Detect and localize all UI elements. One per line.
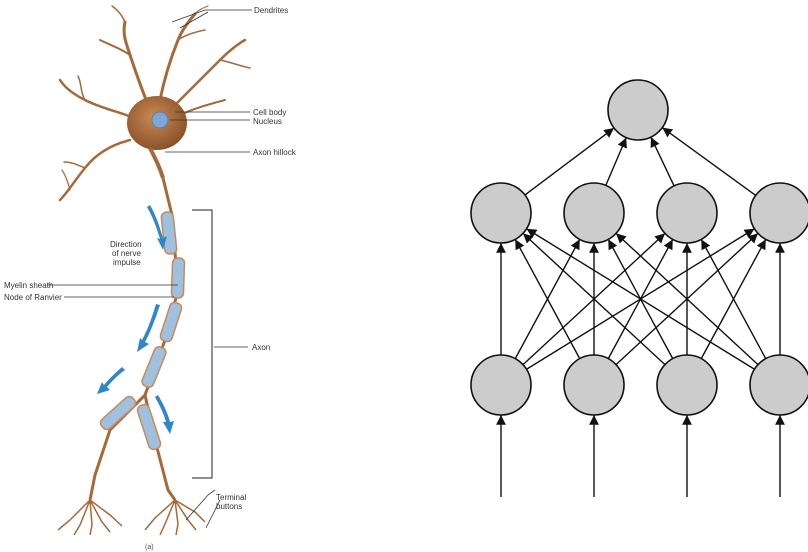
label-nucleus: Nucleus [253,117,282,126]
axon-brace [192,210,212,478]
edge-hidden2-output [606,138,626,186]
axon-hillock [150,148,163,178]
label-direction-2: of nerve [112,249,141,258]
input-node-1 [471,355,531,415]
edge-hidden3-output [651,137,674,186]
input-node-4 [750,355,808,415]
hidden-node-1 [471,183,531,243]
label-cell-body: Cell body [253,108,286,117]
label-node-of-ranvier: Node of Ranvier [4,293,62,302]
hidden-node-4 [750,183,808,243]
hidden-node-3 [657,183,717,243]
terminal-buttons [58,500,205,535]
label-direction-3: impulse [113,258,141,267]
label-direction-1: Direction [110,240,142,249]
label-terminal-2: buttons [216,502,242,511]
label-axon: Axon [252,343,270,352]
figure-caption: (a) [145,544,154,551]
leader-lines [47,10,252,528]
neuron-diagram: Dendrites Cell body Nucleus Axon hillock… [4,6,297,551]
hidden-node-2 [564,183,624,243]
label-terminal-1: Terminal [216,493,246,502]
neural-network-diagram [471,80,808,497]
nucleus [152,112,168,128]
input-node-3 [657,355,717,415]
label-dendrites: Dendrites [254,6,288,15]
label-axon-hillock: Axon hillock [253,148,297,157]
label-myelin-sheath: Myelin sheath [4,281,53,290]
input-node-2 [564,355,624,415]
output-node-1 [608,80,668,140]
